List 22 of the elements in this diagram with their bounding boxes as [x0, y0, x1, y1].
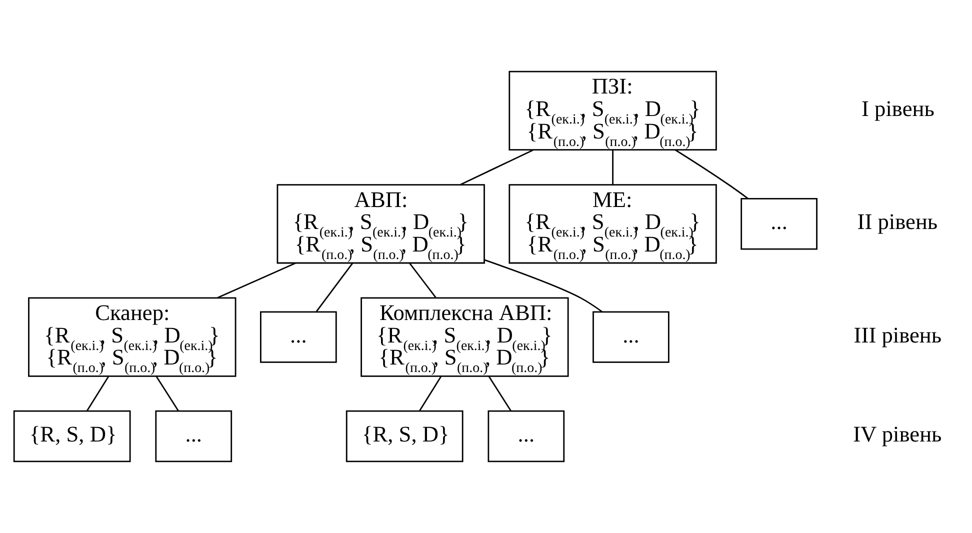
connector	[484, 259, 603, 312]
label: IV рівень	[853, 422, 942, 447]
label: I рівень	[862, 96, 934, 122]
connector	[612, 150, 614, 184]
connector	[156, 376, 179, 412]
label: II рівень	[857, 209, 938, 234]
label: III рівень	[854, 322, 942, 348]
connector	[460, 149, 534, 186]
connector	[86, 376, 109, 412]
node-box: ...	[155, 410, 232, 462]
connector	[409, 262, 436, 298]
connector	[675, 149, 748, 200]
node-box: ...	[740, 198, 818, 250]
node-box: ...	[592, 311, 670, 363]
node-box: ...	[260, 311, 337, 363]
connector	[316, 262, 354, 312]
connector	[217, 262, 296, 298]
node-box: {R, S, D}	[13, 410, 131, 462]
connector	[488, 376, 512, 412]
connector	[418, 376, 442, 412]
node-box: {R, S, D}	[346, 410, 464, 462]
node-box: ...	[488, 410, 565, 462]
